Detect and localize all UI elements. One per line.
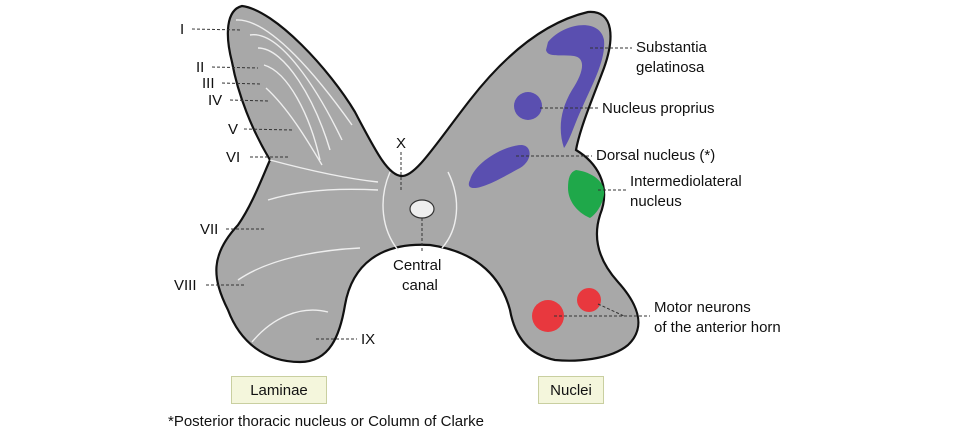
lamina-line-1 — [235, 19, 353, 126]
lamina-leader-5 — [243, 128, 293, 131]
laminae-legend-box: Laminae — [231, 376, 327, 404]
lamina-line-3 — [257, 47, 331, 151]
lamina-leader-1 — [191, 28, 241, 31]
lamina-label-5: V — [228, 121, 238, 138]
dorsal-nucleus-region — [468, 145, 530, 188]
lamina-line-5 — [265, 87, 323, 166]
motor-neurons-label-line-1: Motor neurons — [654, 299, 751, 316]
lamina-line-2 — [249, 34, 343, 141]
lamina-label-7: VII — [200, 221, 218, 238]
central-canal — [409, 199, 435, 219]
lamina-label-4: IV — [208, 92, 222, 109]
lamina-x-left — [382, 171, 399, 251]
central-canal-label-line-1: Central — [393, 257, 441, 274]
intermediolateral-region — [568, 170, 605, 218]
dorsal-nucleus-label: Dorsal nucleus (*) — [596, 147, 715, 164]
motor-neuron-pool-small — [577, 288, 601, 312]
lamina-x-right — [441, 171, 458, 249]
substantia-gelatinosa-label-line-2: gelatinosa — [636, 59, 705, 76]
motor-neurons-label-line-2: of the anterior horn — [654, 319, 781, 336]
lamina-label-10: X — [396, 135, 406, 152]
central-canal-label-line-2: canal — [402, 277, 438, 294]
nucleus-proprius-region — [514, 92, 542, 120]
nuclei-legend-box: Nuclei — [538, 376, 604, 404]
lamina-label-6: VI — [226, 149, 240, 166]
lamina-line-8 — [237, 247, 361, 281]
lamina-boundaries — [235, 19, 458, 343]
lamina-leader-2 — [211, 66, 259, 69]
lamina-label-3: III — [202, 75, 215, 92]
lamina-label-9: IX — [361, 331, 375, 348]
motor-neuron-pool-large — [532, 300, 564, 332]
nucleus-proprius-label: Nucleus proprius — [602, 100, 715, 117]
lamina-leader-4 — [229, 99, 269, 102]
lamina-line-9 — [251, 309, 329, 343]
intermediolateral-label-line-1: Intermediolateral — [630, 173, 742, 190]
lamina-line-7 — [267, 188, 379, 201]
substantia-gelatinosa-label-line-1: Substantia — [636, 39, 708, 56]
lamina-line-4 — [263, 64, 321, 161]
lamina-label-8: VIII — [174, 277, 197, 294]
footnote: *Posterior thoracic nucleus or Column of… — [168, 413, 484, 430]
intermediolateral-label-line-2: nucleus — [630, 193, 682, 210]
lamina-leader-3 — [221, 82, 263, 85]
lamina-label-1: I — [180, 21, 184, 38]
lamina-label-2: II — [196, 59, 204, 76]
substantia-gelatinosa-region — [546, 25, 605, 149]
lamina-line-6 — [269, 159, 379, 183]
